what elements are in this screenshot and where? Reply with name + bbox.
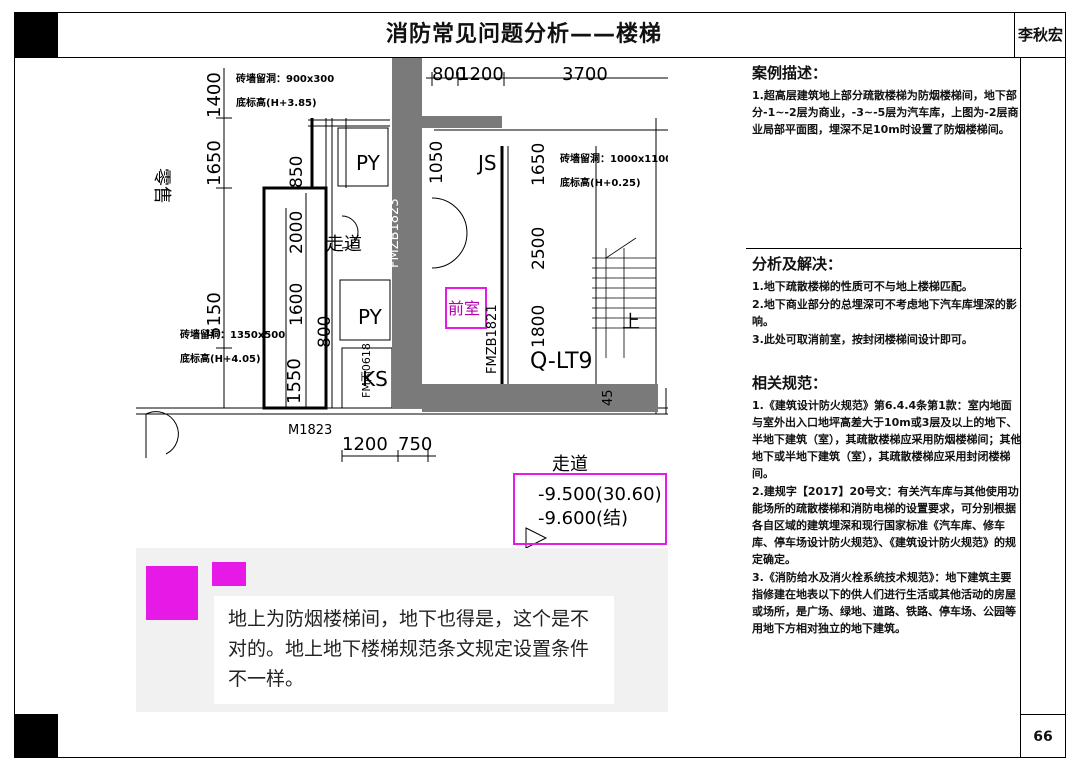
codes-paragraph-3: 3.《消防给水及消火栓系统技术规范》：地下建筑主要指修建在地表以下的供人们进行生… xyxy=(752,571,1016,635)
dim-inner-1050: 1050 xyxy=(427,141,447,184)
dim-top-3700: 3700 xyxy=(562,64,608,85)
opening-note-a-1: 砖墙留洞：900x300 xyxy=(236,72,334,85)
analysis-paragraph-2: 2.地下商业部分的总埋深可不考虑地下汽车库埋深的影响。 xyxy=(752,298,1017,328)
elevation-highlight xyxy=(513,473,667,545)
dim-inner-800: 800 xyxy=(315,316,335,348)
elevation-2: -9.600(结) xyxy=(538,508,628,529)
page-number: 66 xyxy=(1020,714,1066,758)
opening-note-b-2: 底标高(H+0.25) xyxy=(560,176,641,189)
door-m1823: M1823 xyxy=(288,423,332,438)
section-analysis: 分析及解决： 1.地下疏散楼梯的性质可不与地上楼梯匹配。 2.地下商业部分的总埋… xyxy=(746,248,1022,369)
section-codes: 相关规范： 1.《建筑设计防火规范》第6.4.4条第1款：室内地面与室外出入口地… xyxy=(746,368,1022,712)
opening-note-c-1: 砖墙留洞：1350x500 xyxy=(180,328,285,341)
floor-wall xyxy=(422,384,658,412)
door-fm-0618: FM丙0618 xyxy=(360,343,373,398)
room-anteroom: 前室 xyxy=(448,299,480,318)
analysis-paragraph-1: 1.地下疏散楼梯的性质可不与地上楼梯匹配。 xyxy=(752,280,973,293)
dim-left-5150: 5150 xyxy=(204,292,225,338)
dim-inner-1600: 1600 xyxy=(287,283,307,326)
author-name: 李秋宏 xyxy=(1014,12,1066,58)
floor-plan-drawing: 800 1200 3700 1400 1650 5150 1550 850 20… xyxy=(136,58,668,548)
stair-up-label: 上 xyxy=(622,312,640,333)
case-heading: 案例描述： xyxy=(752,64,828,82)
codes-paragraph-1: 1.《建筑设计防火规范》第6.4.4条第1款：室内地面与室外出入口地坪高差大于1… xyxy=(752,399,1022,480)
magenta-marker-small xyxy=(212,562,246,586)
right-strip xyxy=(1020,58,1066,758)
dim-left-1400: 1400 xyxy=(204,72,225,118)
right-panel: 案例描述： 1.超高层建筑地上部分疏散楼梯为防烟楼梯间，地下部分-1~-2层为商… xyxy=(746,58,1022,712)
analysis-paragraph-3: 3.此处可取消前室，按封闭楼梯间设计即可。 xyxy=(752,333,973,346)
dim-left-1550: 1550 xyxy=(284,358,305,404)
opening-note-a-2: 底标高(H+3.85) xyxy=(236,96,317,109)
dim-inner-1650: 1650 xyxy=(529,143,549,186)
dim-top-1200: 1200 xyxy=(458,64,504,85)
room-retail: 零售 xyxy=(151,168,172,204)
top-wall xyxy=(422,116,502,128)
opening-note-c-2: 底标高(H+4.05) xyxy=(180,352,261,365)
corner-block-top xyxy=(14,12,58,58)
stair-label-qlt9: Q-LT9 xyxy=(530,349,593,374)
dim-inner-2500: 2500 xyxy=(529,227,549,270)
dim-bottom-750: 750 xyxy=(398,434,432,455)
shaft-js: JS xyxy=(476,151,497,175)
room-corridor-2: 走道 xyxy=(552,454,588,475)
page-title: 消防常见问题分析——楼梯 xyxy=(385,22,662,47)
title-bar: 消防常见问题分析——楼梯 李秋宏 xyxy=(14,12,1066,58)
magenta-marker-large xyxy=(146,566,198,620)
corner-block-bottom xyxy=(14,714,58,758)
case-paragraph: 1.超高层建筑地上部分疏散楼梯为防烟楼梯间，地下部分-1~-2层为商业，-3~-… xyxy=(752,89,1019,136)
shaft-ks: KS xyxy=(362,367,388,391)
dim-bottom-1200: 1200 xyxy=(342,434,388,455)
anteroom-highlight xyxy=(445,287,487,329)
note-text: 地上为防烟楼梯间，地下也得是，这个是不对的。地上地下楼梯规范条文规定设置条件不一… xyxy=(228,608,590,690)
analysis-heading: 分析及解决： xyxy=(752,255,843,273)
room-corridor: 走道 xyxy=(326,234,362,255)
section-case: 案例描述： 1.超高层建筑地上部分疏散楼梯为防烟楼梯间，地下部分-1~-2层为商… xyxy=(746,58,1022,248)
shaft-py-1: PY xyxy=(356,151,381,175)
page-frame xyxy=(14,12,1066,758)
core-wall xyxy=(392,58,422,408)
dim-inner-2000: 2000 xyxy=(287,211,307,254)
door-fmzb1823: FMZB1823 xyxy=(387,198,402,268)
dim-left-1650: 1650 xyxy=(204,140,225,186)
codes-heading: 相关规范： xyxy=(752,374,828,392)
codes-paragraph-2: 2.建规字【2017】20号文：有关汽车库与其他使用功能场所的疏散楼梯和消防电梯… xyxy=(752,485,1019,566)
shaft-py-2: PY xyxy=(358,305,383,329)
dim-inner-1800: 1800 xyxy=(529,305,549,348)
door-fmzb1821: FMZB1821 xyxy=(485,304,500,374)
elevation-1: -9.500(30.60) xyxy=(538,484,662,505)
dim-top-800: 800 xyxy=(432,64,466,85)
note-callout: 地上为防烟楼梯间，地下也得是，这个是不对的。地上地下楼梯规范条文规定设置条件不一… xyxy=(214,596,614,704)
dim-45: 45 xyxy=(601,389,616,406)
dim-inner-850: 850 xyxy=(287,156,307,188)
opening-note-b-1: 砖墙留洞：1000x1100 xyxy=(560,152,668,165)
